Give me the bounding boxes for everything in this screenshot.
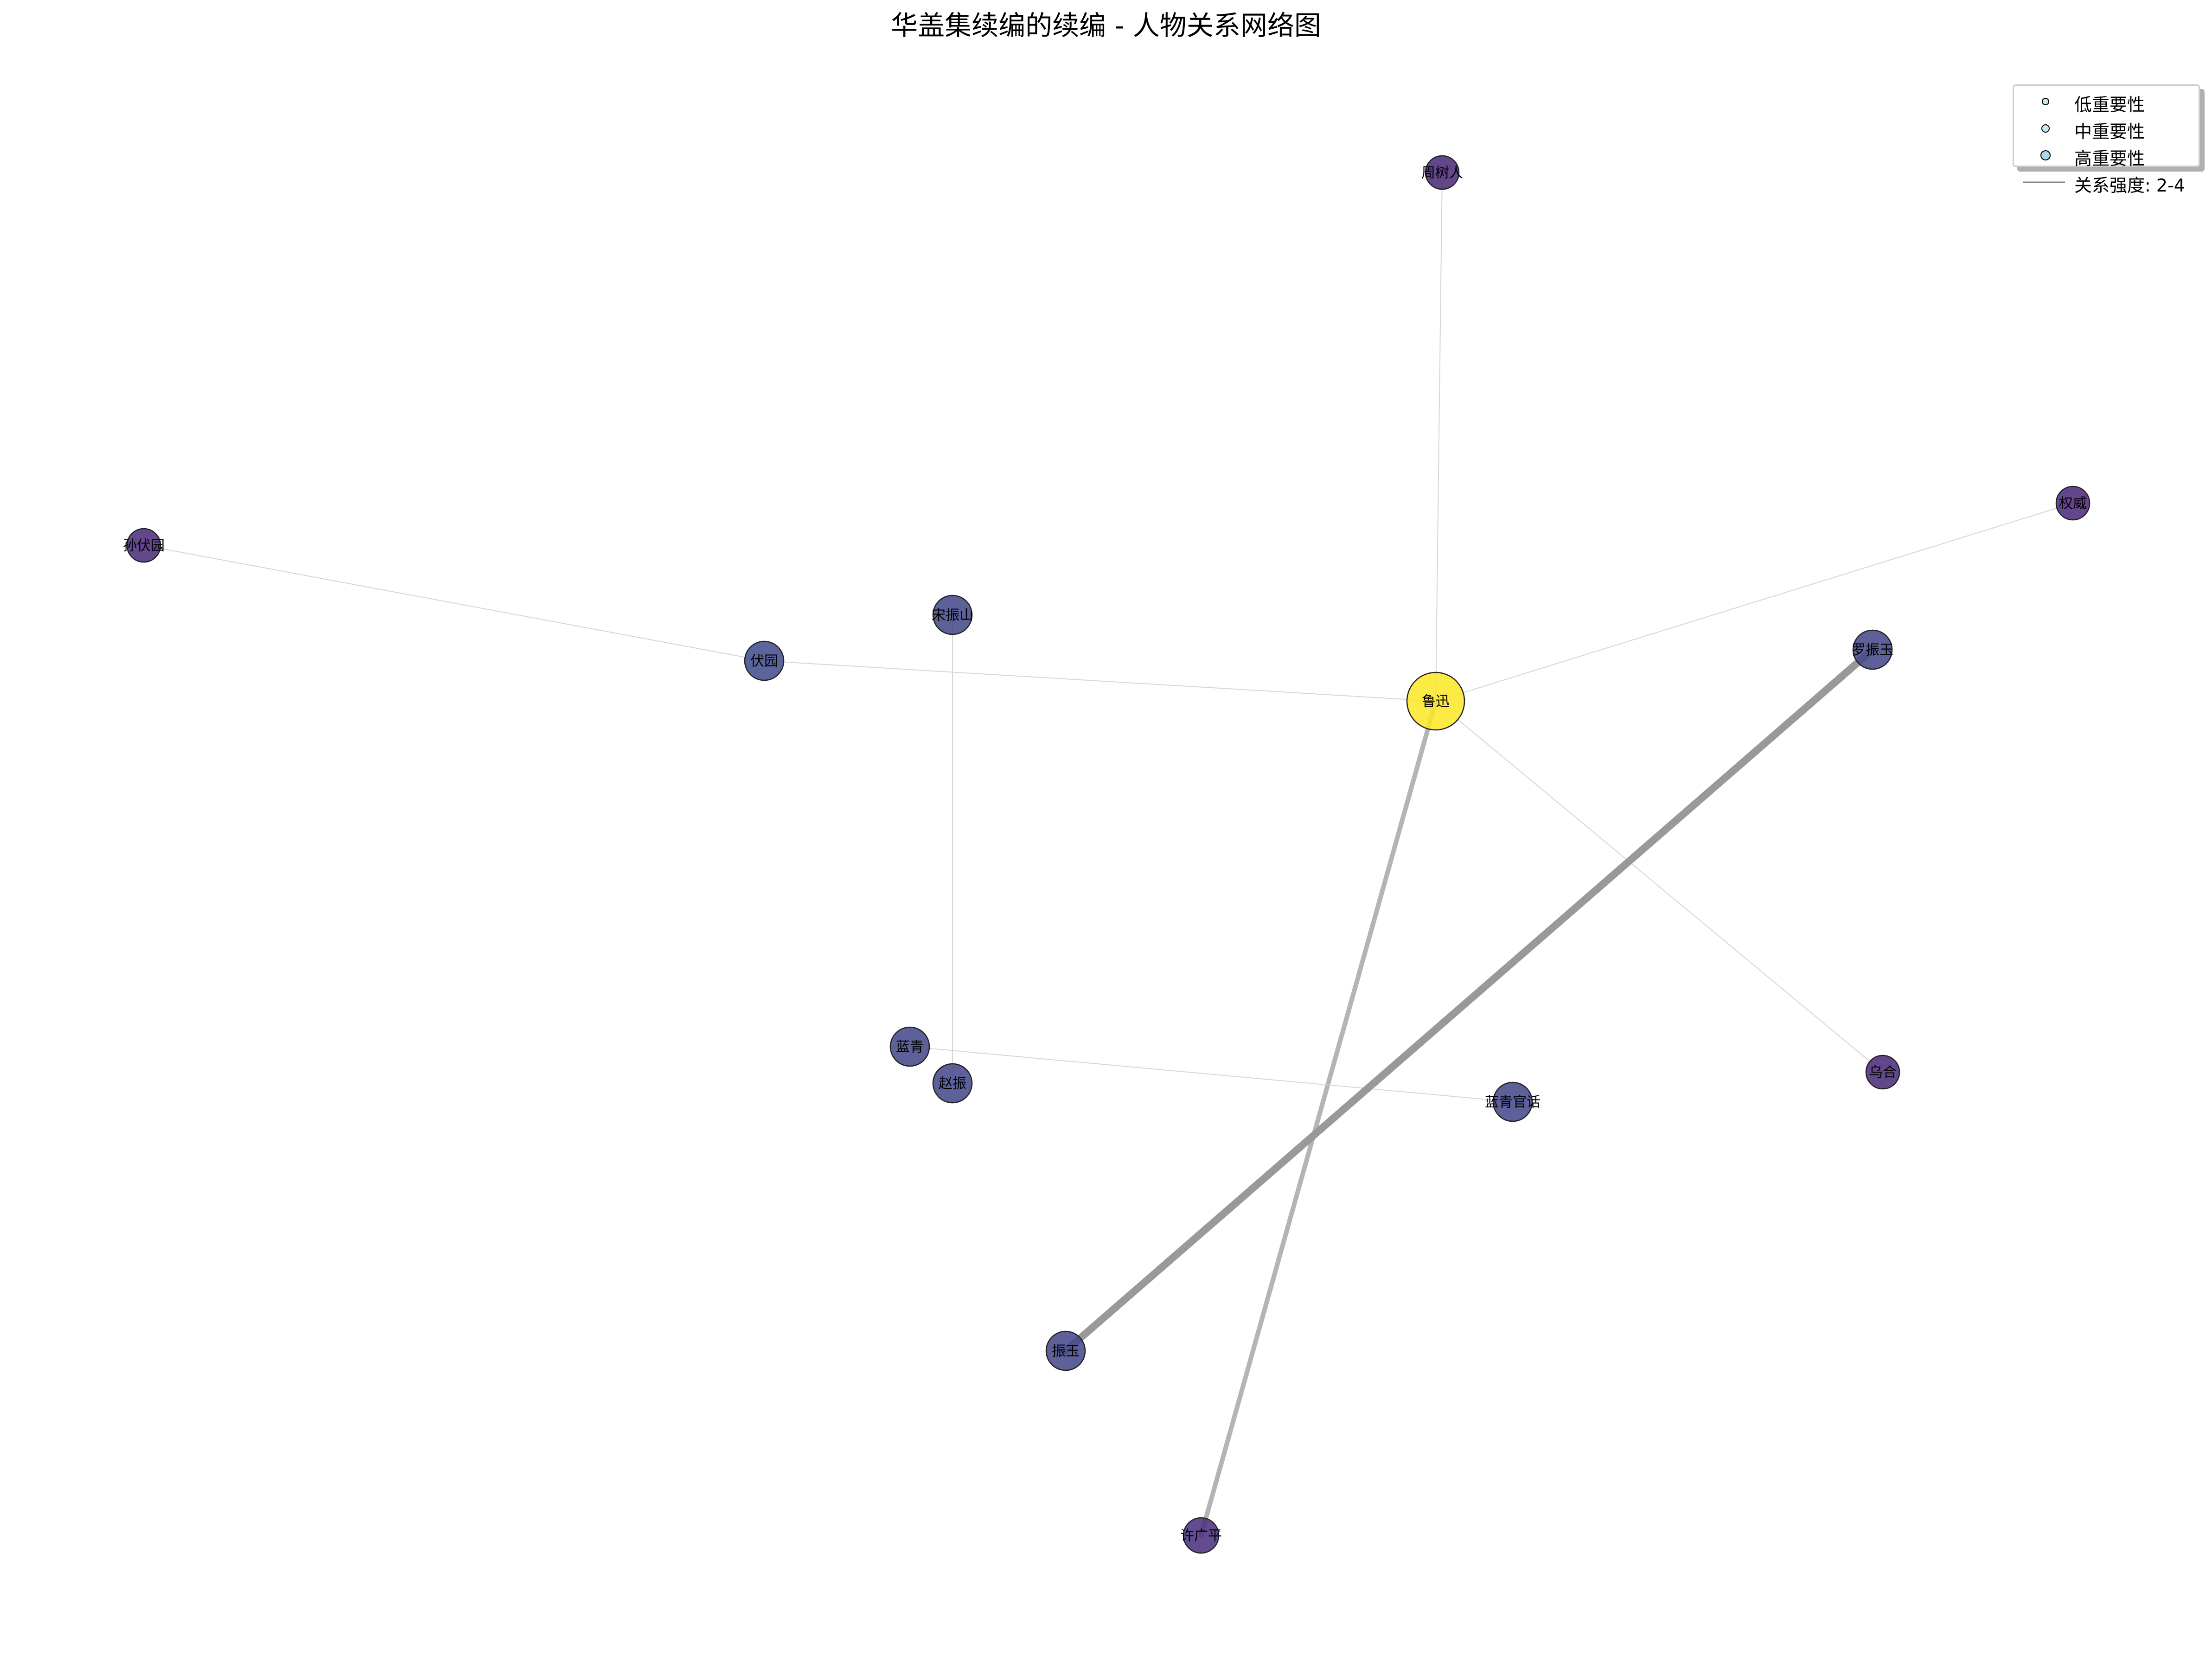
legend-marker-high xyxy=(2040,150,2051,160)
legend-marker-low xyxy=(2042,98,2049,105)
node-label-xuguangping: 许广平 xyxy=(1180,1528,1222,1544)
legend-label-mid: 中重要性 xyxy=(2074,121,2145,142)
legend-item-strength: 关系强度: 2-4 xyxy=(2014,168,2199,196)
node-label-fuyuan: 伏园 xyxy=(750,653,778,670)
legend-item-low: 低重要性 xyxy=(2014,88,2199,115)
node-luozhenyu[interactable]: 罗振玉 xyxy=(1852,629,1893,670)
edge-luxun-fuyuan xyxy=(764,660,1436,702)
node-label-zhenyu: 振玉 xyxy=(1052,1343,1080,1360)
node-zhenyu[interactable]: 振玉 xyxy=(1045,1330,1086,1371)
node-label-luozhenyu: 罗振玉 xyxy=(1852,642,1893,659)
node-label-lanqing: 蓝青 xyxy=(896,1039,924,1055)
node-songzhenshan[interactable]: 宋振山 xyxy=(932,595,973,635)
node-luxun[interactable]: 鲁迅 xyxy=(1406,671,1465,731)
node-circle-songzhenshan[interactable] xyxy=(932,595,973,635)
node-sunfuyuan[interactable]: 孙伏园 xyxy=(123,528,165,563)
node-label-zhaozhen: 赵振 xyxy=(939,1076,966,1092)
edge-luxun-wuhe xyxy=(1435,701,1883,1073)
node-lanqing[interactable]: 蓝青 xyxy=(889,1026,930,1067)
legend-label-high: 高重要性 xyxy=(2074,148,2145,169)
node-label-sunfuyuan: 孙伏园 xyxy=(123,538,165,554)
legend: 低重要性 中重要性 高重要性 关系强度: 2-4 xyxy=(2013,84,2200,196)
node-label-luxun: 鲁迅 xyxy=(1422,694,1450,710)
node-zhoushuren[interactable]: 周树人 xyxy=(1421,155,1463,190)
edge-luozhenyu-zhenyu xyxy=(1062,646,1876,1355)
node-circle-quanwei[interactable] xyxy=(2055,486,2091,521)
edge-luxun-xuguangping xyxy=(1199,699,1438,1538)
node-circle-lanqingguanhua[interactable] xyxy=(1492,1081,1533,1122)
node-wuhe[interactable]: 乌合 xyxy=(1865,1055,1900,1090)
node-label-songzhenshan: 宋振山 xyxy=(932,607,973,624)
node-circle-wuhe[interactable] xyxy=(1865,1055,1900,1090)
legend-marker-mid xyxy=(2041,124,2050,133)
node-label-wuhe: 乌合 xyxy=(1869,1065,1897,1081)
node-zhaozhen[interactable]: 赵振 xyxy=(932,1063,973,1104)
legend-label-strength: 关系强度: 2-4 xyxy=(2074,175,2185,196)
node-circle-lanqing[interactable] xyxy=(889,1026,930,1067)
node-circle-xuguangping[interactable] xyxy=(1183,1517,1220,1554)
node-circle-zhoushuren[interactable] xyxy=(1425,155,1460,190)
node-circle-zhaozhen[interactable] xyxy=(932,1063,973,1104)
legend-item-high: 高重要性 xyxy=(2014,141,2199,169)
node-circle-zhenyu[interactable] xyxy=(1045,1330,1086,1371)
node-label-lanqingguanhua: 蓝青官话 xyxy=(1485,1094,1541,1111)
edges-layer xyxy=(143,172,2073,1538)
node-circle-fuyuan[interactable] xyxy=(744,640,785,681)
node-xuguangping[interactable]: 许广平 xyxy=(1180,1517,1222,1554)
edge-luxun-quanwei xyxy=(1435,503,2073,702)
node-circle-luxun[interactable] xyxy=(1406,671,1465,731)
node-label-quanwei: 权威 xyxy=(2059,496,2087,512)
edge-fuyuan-sunfuyuan xyxy=(143,545,765,661)
node-label-zhoushuren: 周树人 xyxy=(1421,165,1463,181)
node-quanwei[interactable]: 权威 xyxy=(2055,486,2091,521)
edge-luxun-zhoushuren xyxy=(1435,172,1443,702)
node-circle-sunfuyuan[interactable] xyxy=(126,528,161,563)
edge-lanqing-lanqingguanhua xyxy=(909,1046,1513,1102)
legend-label-low: 低重要性 xyxy=(2074,95,2145,115)
node-circle-luozhenyu[interactable] xyxy=(1852,629,1893,670)
legend-marker-line xyxy=(2023,181,2065,183)
diagram-title: 华盖集续编的续编 - 人物关系网络图 xyxy=(891,10,1321,41)
node-lanqingguanhua[interactable]: 蓝青官话 xyxy=(1485,1081,1541,1122)
legend-item-mid: 中重要性 xyxy=(2014,115,2199,142)
node-fuyuan[interactable]: 伏园 xyxy=(744,640,785,681)
